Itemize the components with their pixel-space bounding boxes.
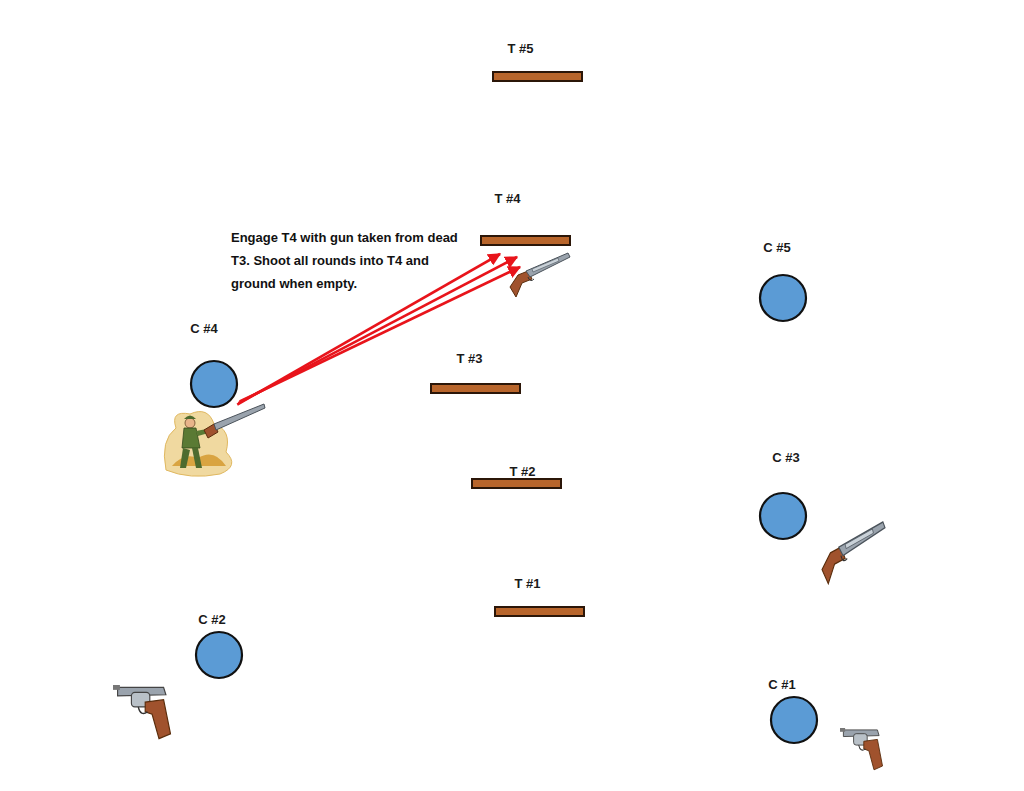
- shotgun-icon: [510, 253, 570, 297]
- node-label: C #3: [772, 450, 799, 465]
- circle-shape: [771, 697, 817, 743]
- circle-outline: [758, 273, 808, 323]
- revolver-icon: [840, 728, 883, 770]
- target-bar: T #5: [492, 71, 583, 82]
- shot-arrow: [240, 267, 520, 401]
- target-bar: T #3: [430, 383, 521, 394]
- target-bar: T #2: [471, 478, 562, 489]
- cone-circle: C #4: [189, 359, 239, 409]
- cone-circle: C #1: [769, 695, 819, 745]
- node-label: T #4: [494, 191, 520, 206]
- rifle-icon: [204, 404, 265, 438]
- node-label: C #1: [768, 677, 795, 692]
- target-bar: T #1: [494, 606, 585, 617]
- node-label: T #5: [507, 41, 533, 56]
- circle-outline: [189, 359, 239, 409]
- circle-shape: [760, 275, 806, 321]
- revolver-icon: [113, 685, 171, 739]
- node-label: T #1: [514, 576, 540, 591]
- instruction-note: Engage T4 with gun taken from dead T3. S…: [231, 226, 459, 295]
- circle-outline: [758, 491, 808, 541]
- shotgun-icon: [822, 522, 885, 584]
- circle-shape: [760, 493, 806, 539]
- target-bar: T #4: [480, 235, 571, 246]
- node-label: C #4: [190, 321, 217, 336]
- node-label: C #2: [198, 612, 225, 627]
- cone-circle: C #3: [758, 491, 808, 541]
- circle-shape: [196, 632, 242, 678]
- cone-circle: C #2: [194, 630, 244, 680]
- node-label: T #2: [509, 464, 535, 479]
- circle-shape: [191, 361, 237, 407]
- circle-outline: [194, 630, 244, 680]
- node-label: C #5: [763, 240, 790, 255]
- circle-outline: [769, 695, 819, 745]
- node-label: T #3: [456, 351, 482, 366]
- cone-circle: C #5: [758, 273, 808, 323]
